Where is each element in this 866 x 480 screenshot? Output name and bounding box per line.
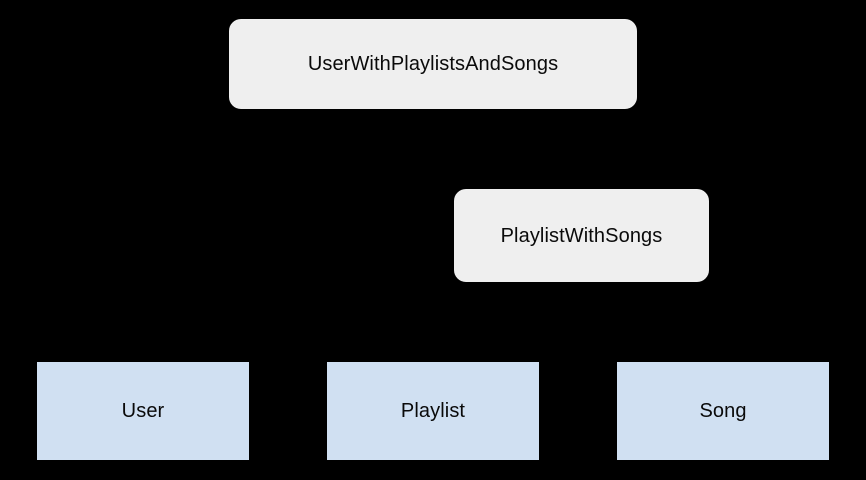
edge-playlist-with-songs-to-playlist [432, 283, 521, 361]
node-label-user: User [121, 400, 165, 422]
node-label-playlist-with-songs: PlaylistWithSongs [500, 224, 663, 247]
node-user-with-playlists-and-songs[interactable]: UserWithPlaylistsAndSongs [228, 18, 638, 110]
edge-root-to-playlist-with-songs [529, 110, 582, 188]
edge-playlist-with-songs-to-song [649, 283, 724, 361]
node-song[interactable]: Song [616, 361, 830, 461]
node-label-song: Song [699, 400, 747, 422]
node-label-playlist: Playlist [400, 400, 466, 422]
node-label-user-with-playlists-and-songs: UserWithPlaylistsAndSongs [307, 53, 559, 75]
node-user[interactable]: User [36, 361, 250, 461]
node-playlist[interactable]: Playlist [326, 361, 540, 461]
node-playlist-with-songs[interactable]: PlaylistWithSongs [453, 188, 710, 283]
edge-root-to-user [142, 110, 331, 361]
